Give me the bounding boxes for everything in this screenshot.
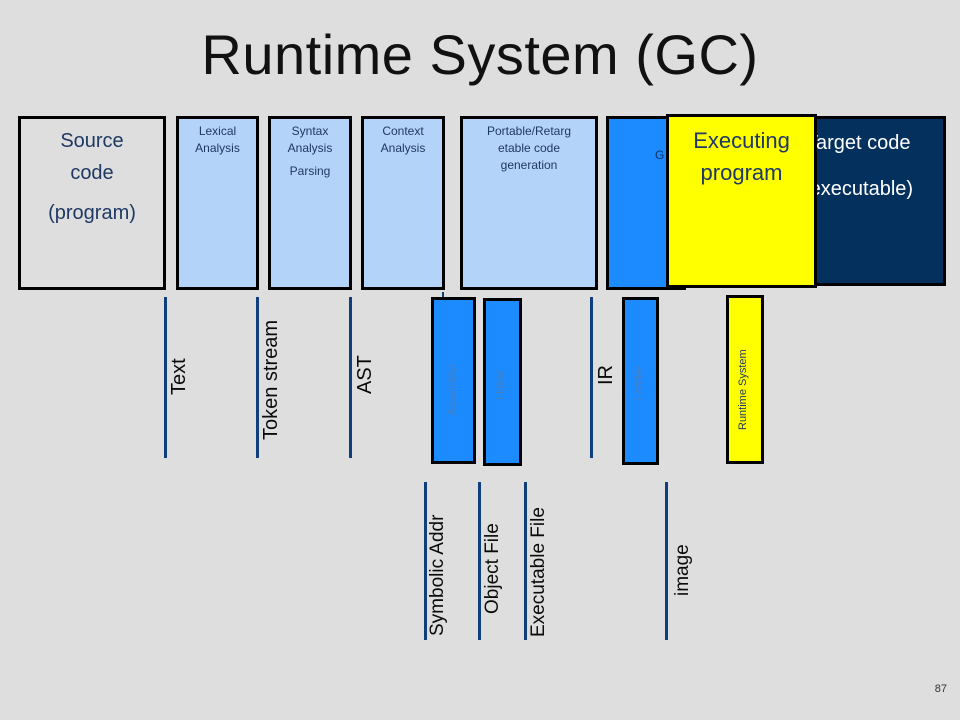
text-line — [164, 297, 167, 458]
image-label: image — [672, 544, 693, 596]
text-label: Text — [168, 358, 190, 395]
assembler-box — [431, 297, 476, 464]
target-code-label-1: Target code — [808, 132, 911, 154]
executable-file-label: Executable File — [528, 507, 549, 637]
executable-file-line — [524, 482, 527, 640]
symbolic-addr-label: Symbolic Addr — [427, 514, 448, 636]
lexical-analysis-box: Lexical Analysis — [176, 116, 259, 290]
context-label-1: Context — [382, 124, 424, 138]
ast-line — [349, 297, 352, 458]
token-stream-line — [256, 297, 259, 458]
loader-box — [622, 297, 659, 465]
runtime-system-label: Runtime System — [737, 349, 749, 430]
syntax-analysis-box: Syntax Analysis Parsing — [268, 116, 352, 290]
syntax-label-2: Analysis — [287, 141, 333, 155]
context-label-2: Analysis — [380, 141, 426, 155]
target-code-box: Target code (executable) — [808, 116, 946, 286]
source-code-label-3: (program) — [48, 202, 136, 224]
tick-mark — [442, 292, 444, 300]
linker-box — [483, 298, 522, 466]
codegen-partial-label: G — [655, 148, 665, 162]
source-code-label-2: code — [70, 162, 114, 184]
lexical-label-1: Lexical — [198, 124, 237, 138]
ir-line — [590, 297, 593, 458]
syntax-label-3: Parsing — [289, 164, 331, 178]
object-file-line — [478, 482, 481, 640]
runtime-system-box — [726, 295, 764, 464]
context-analysis-box: Context Analysis — [361, 116, 445, 290]
executing-program-box: Executing program — [666, 114, 817, 288]
loader-label: Loader — [633, 365, 645, 400]
syntax-label-1: Syntax — [291, 124, 329, 138]
assembler-label: Assembler — [446, 363, 458, 415]
object-file-label: Object File — [482, 523, 503, 614]
slide-title: Runtime System (GC) — [201, 23, 759, 86]
executing-label-1: Executing — [693, 128, 790, 153]
executing-label-2: program — [700, 160, 783, 185]
source-code-box: Source code (program) — [18, 116, 166, 290]
linker-label: Linker — [495, 370, 507, 400]
ir-label: IR — [595, 365, 617, 385]
lexical-label-2: Analysis — [195, 141, 240, 155]
portable-label-1: Portable/Retarg — [486, 124, 572, 138]
symbolic-addr-line — [424, 482, 427, 640]
image-line — [665, 482, 668, 640]
portable-label-2: etable code — [497, 141, 561, 155]
source-code-label-1: Source — [60, 130, 124, 152]
code-generation-box: Portable/Retarg etable code generation — [460, 116, 598, 290]
ast-label: AST — [354, 355, 376, 394]
page-number: 87 — [934, 683, 947, 695]
portable-label-3: generation — [500, 158, 558, 172]
target-code-label-2: (executable) — [808, 178, 914, 200]
token-stream-label: Token stream — [260, 319, 282, 440]
